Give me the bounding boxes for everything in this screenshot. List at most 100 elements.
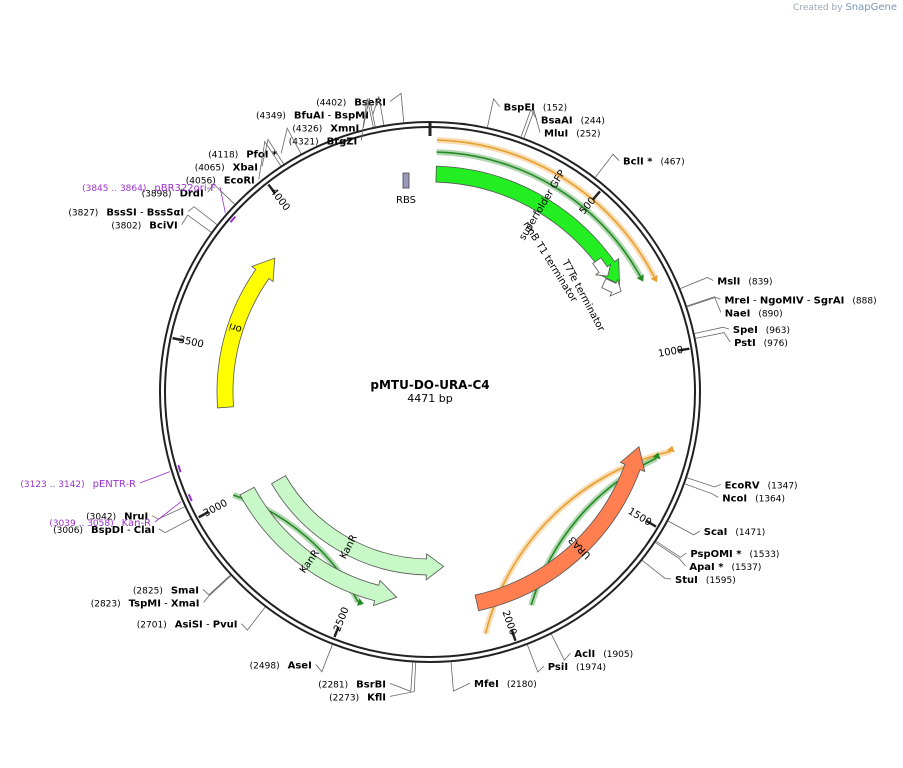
scale-tick (333, 626, 340, 638)
site-name: BspMI (334, 110, 368, 121)
site-name: SmaI (171, 585, 199, 596)
site-leader (527, 644, 545, 673)
site-label: (4349)BfuAI - BspMI (256, 110, 369, 121)
site-label: MslI(839) (717, 277, 772, 288)
scale-tick (678, 347, 690, 352)
site-leader (389, 662, 417, 697)
site-name: BssSαI (147, 208, 184, 219)
site-label: PstI(976) (734, 338, 788, 349)
site-name-sep: - (124, 525, 134, 536)
site-name: NaeI (725, 308, 751, 319)
orf-arrowhead (652, 452, 661, 460)
site-name: BsrBI (356, 679, 386, 690)
scale-tick (510, 629, 517, 642)
site-label: (3898) DrdI (142, 188, 204, 199)
scale-tick (591, 190, 601, 201)
site-label: (2273)KflI (329, 692, 386, 703)
site-position: (1905) (603, 650, 633, 660)
site-position: (3006) (53, 526, 83, 536)
site-label: (4321)BtgZI (289, 136, 357, 147)
site-label: PspOMI *(1533) (690, 549, 779, 560)
site-position: (963) (766, 326, 790, 336)
site-name: SpeI (733, 325, 758, 336)
site-label: (3802)BciVI (111, 221, 177, 232)
site-label: NaeI(890) (725, 308, 783, 319)
site-leader (695, 332, 731, 343)
site-position: (2281) (318, 680, 348, 690)
site-name: ApaI * (689, 562, 724, 573)
site-label: (4326) XmnI (292, 123, 359, 134)
site-label: NcoI(1364) (722, 493, 785, 504)
site-name: AsiSI (175, 620, 203, 631)
site-position: (1364) (755, 494, 785, 504)
site-leader (684, 483, 719, 498)
orf-arrowhead (356, 598, 364, 606)
site-label: MluI(252) (544, 129, 600, 140)
site-label: StuI(1595) (675, 575, 736, 586)
site-leader (595, 153, 620, 178)
site-label: (3827)BssSI - BssSαI (68, 208, 184, 219)
scale-tick-label: 1500 (626, 506, 653, 528)
site-leader (686, 296, 721, 307)
scale-tick-label: 3000 (202, 498, 230, 520)
site-leader (655, 542, 686, 567)
snapgene-credit: Created by SnapGene (793, 2, 897, 13)
site-position: (2825) (133, 586, 163, 596)
site-label: (2825) SmaI (133, 585, 199, 596)
site-name: StuI (675, 575, 698, 586)
site-position: (4402) (316, 98, 346, 108)
site-name: DrdI (180, 188, 204, 199)
site-name: NgoMIV (760, 295, 804, 306)
scale-tick (172, 336, 184, 342)
site-label: PsiI(1974) (548, 662, 606, 673)
site-leader (487, 97, 500, 128)
site-position: (3042) (86, 513, 116, 523)
site-name: BfuAI (294, 110, 325, 121)
site-label: (3042)NruI (86, 512, 148, 523)
site-leader (360, 98, 374, 141)
site-leader (261, 138, 284, 167)
site-position: (976) (764, 339, 788, 349)
site-position: (4326) (292, 124, 322, 134)
site-label: EcoRV(1347) (725, 480, 798, 491)
site-name: SgrAI (814, 295, 845, 306)
site-label: AclI(1905) (574, 649, 633, 660)
orf-arrowhead (666, 445, 675, 453)
site-name-sep: - (137, 208, 147, 219)
site-position: (3898) (142, 189, 172, 199)
site-name: BspDI (91, 525, 124, 536)
primer-leader (219, 186, 226, 213)
site-position: (2180) (507, 680, 537, 690)
site-name-sep: - (804, 295, 814, 306)
primer-name: pENTR-R (93, 479, 136, 490)
site-position: (152) (543, 104, 567, 114)
site-position: (1471) (735, 528, 765, 538)
site-name-sep: - (324, 110, 334, 121)
site-name: BclI * (623, 157, 653, 168)
site-name: XmnI (330, 123, 359, 134)
site-leader (315, 644, 333, 673)
site-name: TspMI (129, 598, 161, 609)
site-leader (668, 520, 701, 536)
orf-arrowhead (650, 275, 658, 283)
site-name: BssSI (106, 208, 136, 219)
site-name: AseI (288, 660, 312, 671)
feature-label: ori (228, 320, 244, 335)
site-leader (280, 127, 302, 154)
site-name: BsaAI (541, 116, 573, 127)
scale-tick-label: 4000 (267, 186, 291, 213)
site-leader (551, 634, 571, 661)
site-position: (467) (660, 158, 684, 168)
site-leader (686, 477, 721, 488)
site-label: MfeI(2180) (474, 679, 537, 690)
scale-tick-label: 1000 (657, 345, 684, 360)
site-position: (2498) (250, 661, 280, 671)
site-name: XmaI (171, 598, 200, 609)
site-name: EcoRV (725, 480, 760, 491)
site-name: ScaI (704, 527, 728, 538)
site-position: (4056) (186, 176, 216, 186)
scale-tick-label: 2500 (332, 606, 351, 634)
site-position: (3802) (111, 222, 141, 232)
orf-line (437, 139, 655, 278)
